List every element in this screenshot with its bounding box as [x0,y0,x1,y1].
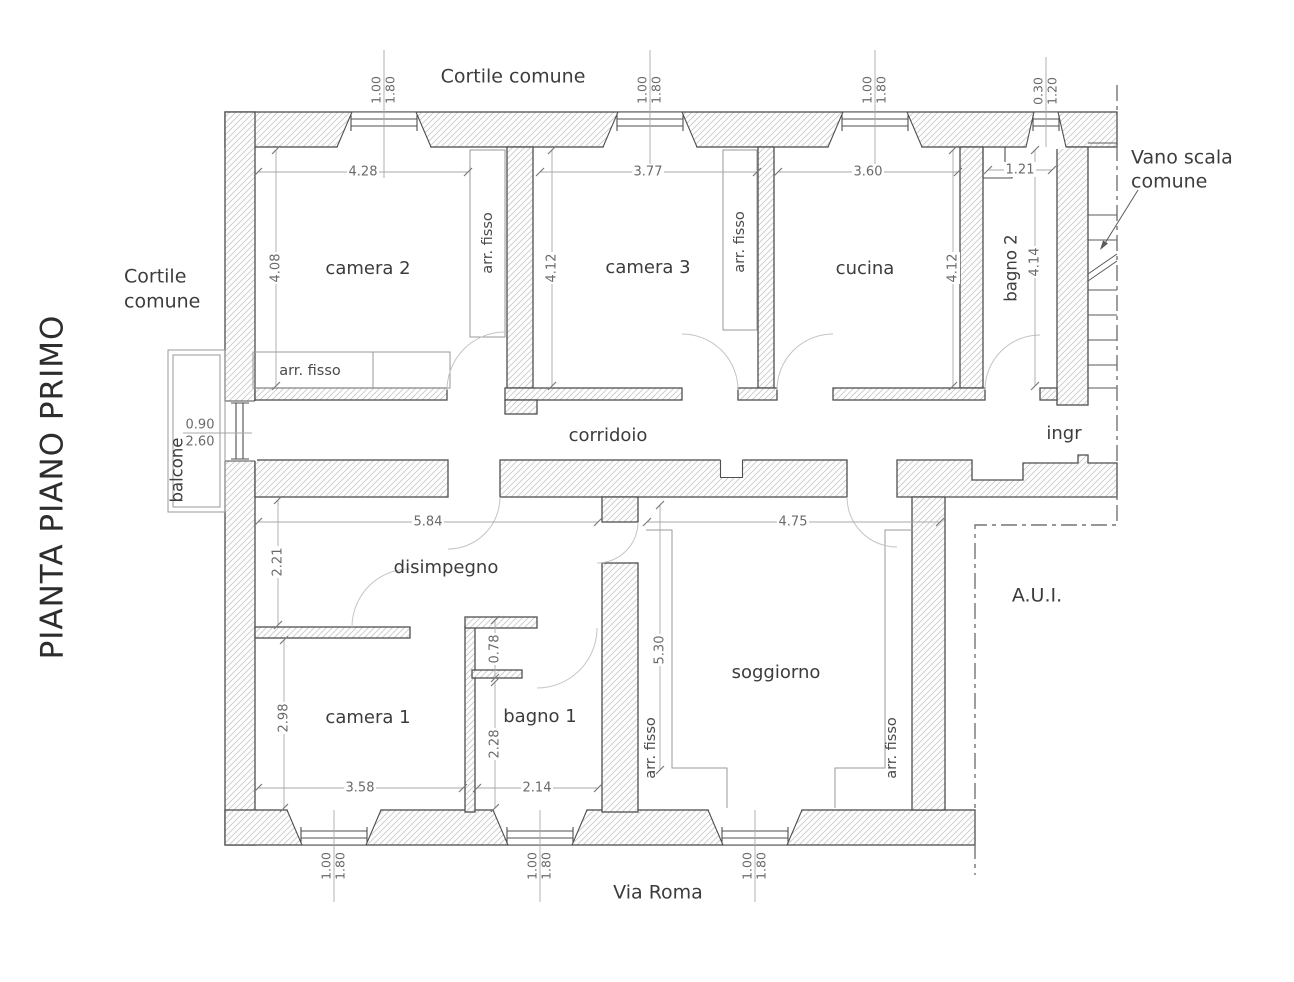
dim-disimpegno-depth: 2.21 [270,546,286,578]
room-labels: camera 2 camera 3 cucina bagno 2 camera … [168,234,1083,728]
dim-camera2-depth: 4.08 [268,252,284,284]
window-dim: 1.00 [525,852,540,880]
dim-camera2-width: 4.28 [347,164,379,180]
room-label-corridoio: corridoio [569,425,648,446]
window-dim: 1.80 [754,852,769,880]
room-label-disimpegno: disimpegno [394,557,499,578]
window-dim: 1.80 [874,76,889,104]
room-label-balcone: balcone [168,438,187,503]
room-label-camera3: camera 3 [605,257,690,278]
dim-text: 4.12 [545,254,560,283]
window-dim: 1.80 [333,852,348,880]
dim-bagno1-nook: 0.78 [487,633,503,665]
stair-leader-arrow [1100,189,1139,250]
door-arcs [351,331,1041,689]
dim-cucina-width: 3.60 [852,164,884,180]
dim-bagno2-depth: 4.14 [1027,246,1043,278]
balcony-outline [167,349,226,513]
room-label-ingresso: ingr [1046,423,1082,444]
dim-camera1-width: 3.58 [344,780,376,796]
dim-text: 3.60 [854,165,883,180]
label-via-roma: Via Roma [613,882,703,904]
dim-text: 4.14 [1028,248,1043,277]
plan-title: PIANTA PIANO PRIMO [35,315,71,660]
label-cortile-comune-top: Cortile comune [441,66,586,88]
room-label-cucina: cucina [836,258,895,279]
dim-bagno1-depth: 2.28 [487,728,503,760]
window-dimension-labels: 1.00 1.80 1.00 1.80 1.00 1.80 0.30 1.20 … [319,76,1060,880]
dimension-labels: 4.28 3.77 3.60 1.21 5.84 4.75 3.58 2.14 … [186,162,1043,796]
dim-cucina-depth: 4.12 [945,252,961,284]
room-label-camera1: camera 1 [325,707,410,728]
fixture-label-arr-fisso: arr. fisso [732,211,748,273]
dim-text: 0.78 [488,635,503,664]
boundary-line [974,85,1118,875]
dim-text: 1.21 [1006,163,1035,178]
dim-bagno1-width: 2.14 [521,780,553,796]
dim-camera3-width: 3.77 [632,164,664,180]
window-dim: 1.00 [740,852,755,880]
dim-soggiorno-width: 4.75 [777,514,809,530]
dim-text: 3.58 [346,781,375,796]
window-dim: 1.00 [369,76,384,104]
dim-balcony-door-width: 0.90 [186,418,215,433]
label-cortile-comune-left-2: comune [124,291,200,313]
room-label-bagno2: bagno 2 [1002,234,1021,301]
room-label-soggiorno: soggiorno [732,662,821,683]
label-aui: A.U.I. [1012,585,1062,607]
dim-soggiorno-depth: 5.30 [652,634,668,666]
dim-balcony-door-height: 2.60 [186,435,215,450]
window-dim: 1.00 [319,852,334,880]
window-dim: 1.80 [539,852,554,880]
dim-text: 2.21 [271,548,286,577]
context-labels: PIANTA PIANO PRIMO Cortile comune Cortil… [35,66,1233,904]
dim-camera3-depth: 4.12 [544,252,560,284]
dim-text: 4.75 [779,515,808,530]
stairs [1087,142,1118,389]
dim-bagno2-width: 1.21 [1004,162,1036,178]
dim-text: 4.28 [349,165,378,180]
window-dim: 1.20 [1045,77,1060,105]
dim-text: 4.12 [946,254,961,283]
fixture-labels: arr. fisso arr. fisso arr. fisso arr. fi… [279,211,900,779]
dim-text: 5.30 [653,636,668,665]
fixture-label-arr-fisso: arr. fisso [480,212,496,274]
fixture-label-arr-fisso: arr. fisso [884,717,900,779]
window-dim: 1.80 [383,76,398,104]
label-cortile-comune-left-1: Cortile [124,266,186,288]
dim-camera1-depth: 2.98 [276,702,292,734]
dim-text: 2.14 [523,781,552,796]
label-vano-scala-2: comune [1131,171,1207,193]
label-vano-scala-1: Vano scala [1131,147,1233,169]
window-dim: 0.30 [1031,77,1046,105]
interior-walls [254,146,1118,813]
dim-text: 3.77 [634,165,663,180]
fixture-label-arr-fisso: arr. fisso [279,363,341,379]
dim-text: 5.84 [414,515,443,530]
exterior-walls [224,111,1118,846]
window-dim: 1.00 [635,76,650,104]
dim-text: 2.28 [488,730,503,759]
dim-disimpegno-width: 5.84 [412,514,444,530]
fixture-label-arr-fisso: arr. fisso [643,717,659,779]
dim-text: 2.98 [277,704,292,733]
room-label-bagno1: bagno 1 [503,706,576,727]
room-label-camera2: camera 2 [325,258,410,279]
dim-text: 4.08 [269,254,284,283]
window-dim: 1.80 [649,76,664,104]
window-dim: 1.00 [860,76,875,104]
